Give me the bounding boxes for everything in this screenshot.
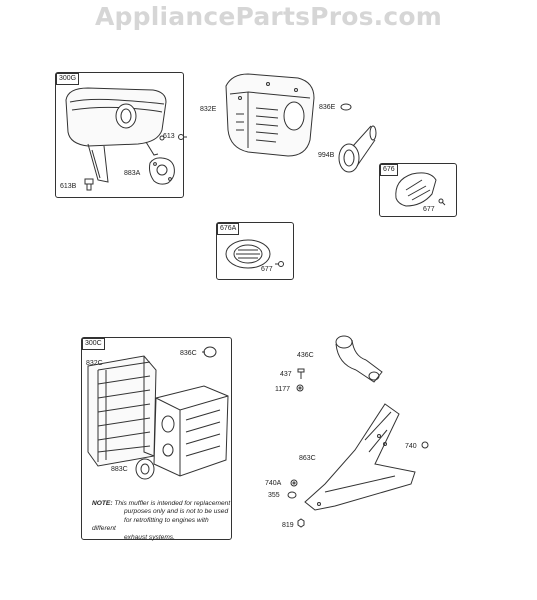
screw-613b-icon — [84, 178, 96, 192]
part-label-355: 355 — [268, 492, 280, 499]
screw-613-icon — [178, 132, 188, 142]
gasket-883a-drawing — [146, 155, 178, 187]
gasket-883c-drawing — [134, 458, 156, 480]
part-label-613: 613 — [163, 133, 175, 140]
part-label-613b: 613B — [60, 183, 77, 190]
note-line-1: This muffler is intended for replacement — [114, 500, 231, 507]
part-label-740a: 740A — [265, 480, 282, 487]
part-label-436c: 436C — [297, 352, 314, 359]
muffler-300c-drawing — [150, 380, 232, 480]
bracket-863c-drawing — [295, 400, 430, 520]
washer-355-icon — [287, 490, 297, 500]
part-label-836c: 836C — [180, 350, 197, 357]
part-label-437: 437 — [280, 371, 292, 378]
part-label-1177: 1177 — [275, 386, 291, 393]
group-676-tag: 676 — [380, 164, 398, 176]
heat-shield-832e-drawing — [218, 70, 318, 162]
exhaust-elbow-436c-drawing — [326, 330, 386, 390]
part-label-836e: 836E — [319, 104, 336, 111]
guard-676a-drawing — [222, 236, 274, 272]
note-line-3: for retrofitting to engines with differe… — [92, 516, 209, 533]
note-line-2: purposes only and is not to be used — [124, 508, 229, 516]
part-label-819: 819 — [282, 522, 294, 529]
site-watermark: AppliancePartsPros.com — [94, 2, 443, 31]
muffler-300g-drawing — [58, 80, 183, 195]
screw-677-icon — [275, 260, 285, 268]
part-label-863c: 863C — [299, 455, 316, 462]
note-line-4: exhaust systems. — [124, 533, 175, 541]
screw-740-icon — [420, 440, 430, 450]
screw-677-icon — [438, 198, 446, 206]
deflector-994b-drawing — [335, 120, 377, 174]
note-prefix: NOTE: — [92, 500, 113, 507]
nut-819-icon — [296, 518, 306, 528]
nut-1177-icon — [296, 384, 304, 392]
part-label-994b: 994B — [318, 152, 335, 159]
part-label-883c: 883C — [111, 466, 128, 473]
part-label-832e: 832E — [200, 106, 217, 113]
part-label-832c: 832C — [86, 360, 103, 367]
heat-shield-832c-drawing — [84, 352, 170, 470]
screw-836c-icon — [201, 346, 217, 358]
part-label-677: 677 — [423, 206, 435, 213]
group-676a-tag: 676A — [217, 223, 240, 235]
group-300g-tag: 300G — [56, 73, 80, 85]
part-label-740: 740 — [405, 443, 417, 450]
part-label-883a: 883A — [124, 170, 141, 177]
group-300c-tag: 300C — [82, 338, 105, 350]
guard-676-drawing — [392, 170, 442, 210]
nut-740a-icon — [289, 478, 299, 488]
screw-836e-icon — [340, 103, 352, 111]
screw-437-icon — [296, 368, 306, 380]
replacement-note: NOTE: This muffler is intended for repla… — [92, 500, 232, 542]
part-label-677: 677 — [261, 266, 273, 273]
